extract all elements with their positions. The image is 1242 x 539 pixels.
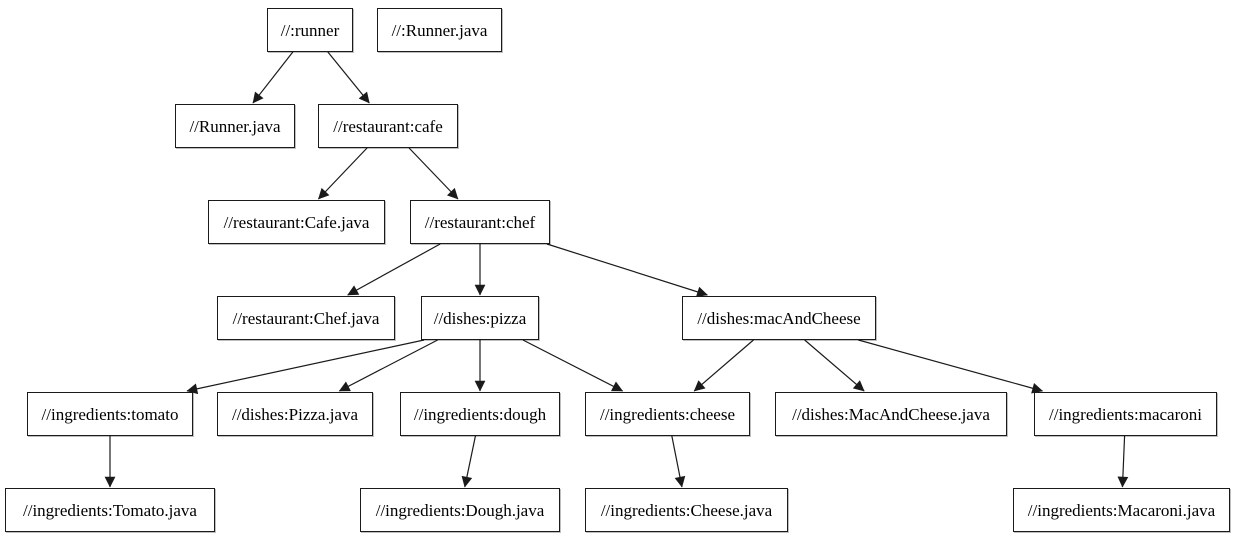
node-cheese-java: //ingredients:Cheese.java — [585, 488, 788, 532]
edge-dough-to-dough-java — [461, 435, 477, 488]
edge-cafe-to-cafe-java — [317, 147, 368, 200]
node-macaroni-java: //ingredients:Macaroni.java — [1013, 488, 1230, 532]
edge-runner-to-runner-java — [252, 51, 294, 104]
node-cafe: //restaurant:cafe — [318, 104, 458, 148]
node-tomato-java: //ingredients:Tomato.java — [5, 488, 215, 532]
edge-pizza-to-pizza-java — [338, 339, 438, 392]
edge-chef-to-chef-java — [347, 243, 441, 296]
edge-pizza-to-cheese — [522, 339, 624, 392]
edge-mac-and-cheese-to-macaroni — [858, 339, 1044, 394]
edge-cheese-to-cheese-java — [671, 435, 686, 488]
edge-pizza-to-tomato — [186, 339, 425, 395]
node-runner: //:runner — [267, 8, 353, 52]
edge-runner-to-cafe — [327, 51, 370, 104]
node-chef: //restaurant:chef — [410, 200, 550, 244]
node-runner-java-root: //:Runner.java — [377, 8, 502, 52]
edge-cafe-to-chef — [408, 147, 459, 200]
node-tomato: //ingredients:tomato — [27, 392, 193, 436]
node-dough: //ingredients:dough — [400, 392, 560, 436]
edge-mac-and-cheese-to-cheese — [693, 339, 754, 392]
edge-chef-to-mac-and-cheese — [546, 243, 708, 298]
node-mac-and-cheese: //dishes:macAndCheese — [682, 296, 876, 340]
node-mac-java: //dishes:MacAndCheese.java — [775, 392, 1007, 436]
node-macaroni: //ingredients:macaroni — [1034, 392, 1217, 436]
node-chef-java: //restaurant:Chef.java — [217, 296, 395, 340]
node-pizza: //dishes:pizza — [421, 296, 539, 340]
node-cafe-java: //restaurant:Cafe.java — [208, 200, 385, 244]
node-runner-java: //Runner.java — [175, 104, 295, 148]
node-cheese: //ingredients:cheese — [585, 392, 750, 436]
node-pizza-java: //dishes:Pizza.java — [217, 392, 373, 436]
edge-macaroni-to-macaroni-java — [1117, 435, 1129, 488]
edge-mac-and-cheese-to-mac-java — [804, 339, 865, 392]
node-dough-java: //ingredients:Dough.java — [360, 488, 560, 532]
